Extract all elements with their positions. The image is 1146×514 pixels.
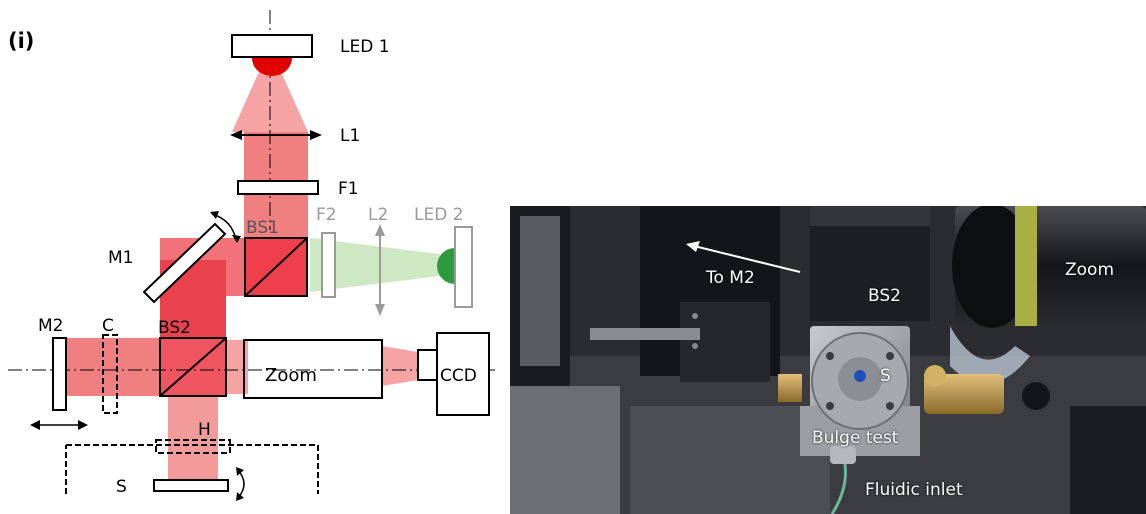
label-f2: F2 — [316, 205, 337, 225]
lens-l2-arrow-down — [375, 304, 385, 316]
label-l2: L2 — [368, 205, 388, 225]
label-led1: LED 1 — [340, 37, 390, 57]
led1-housing — [232, 35, 312, 57]
label-bs2: BS2 — [158, 318, 191, 338]
sample-rotation-arrowhead-bottom — [236, 492, 244, 501]
sample-s — [154, 480, 228, 491]
ccd-adapter — [418, 350, 437, 380]
setup-photograph: To M2 BS2 Zoom S Bulge test Fluidic inle… — [510, 206, 1146, 514]
label-ccd: CCD — [440, 366, 477, 386]
filter-f2 — [322, 233, 335, 297]
photo-illustration — [510, 206, 1146, 514]
photo-label-zoom: Zoom — [1065, 260, 1114, 280]
sample-rotation-arrowhead-top — [236, 467, 244, 476]
mirror-m2 — [53, 338, 66, 410]
m2-arrowhead-left — [30, 420, 40, 430]
label-l1: L1 — [340, 126, 360, 146]
lens-l1-arrow-right — [310, 130, 322, 140]
photo-label-bulge-test: Bulge test — [812, 428, 898, 448]
optical-setup-diagram: (i) LED 1 L1 F1 BS1 F2 L2 LED 2 M1 M2 — [0, 0, 500, 514]
label-m1: M1 — [108, 248, 133, 268]
label-led2: LED 2 — [414, 205, 464, 225]
label-m2: M2 — [38, 316, 63, 336]
label-h: H — [198, 420, 211, 440]
panel-label: (i) — [8, 29, 34, 53]
photo-label-fluidic-inlet: Fluidic inlet — [865, 480, 963, 500]
led2-dome — [437, 248, 455, 284]
red-beam-to-ccd — [382, 346, 418, 386]
led2-housing — [455, 227, 472, 307]
photo-label-bs2: BS2 — [868, 286, 901, 306]
photo-label-to-m2: To M2 — [706, 268, 755, 288]
filter-f1 — [238, 181, 318, 194]
photo-label-s: S — [880, 366, 891, 386]
label-bs1: BS1 — [246, 218, 279, 238]
lens-l2-arrow-up — [375, 224, 385, 236]
bs1-rotation-arrowhead-a — [210, 211, 219, 219]
label-f1: F1 — [338, 179, 359, 199]
label-zoom: Zoom — [265, 365, 317, 386]
label-s: S — [116, 477, 127, 497]
led1-dome — [252, 58, 292, 76]
m2-arrowhead-right — [78, 420, 88, 430]
label-c: C — [102, 316, 114, 336]
